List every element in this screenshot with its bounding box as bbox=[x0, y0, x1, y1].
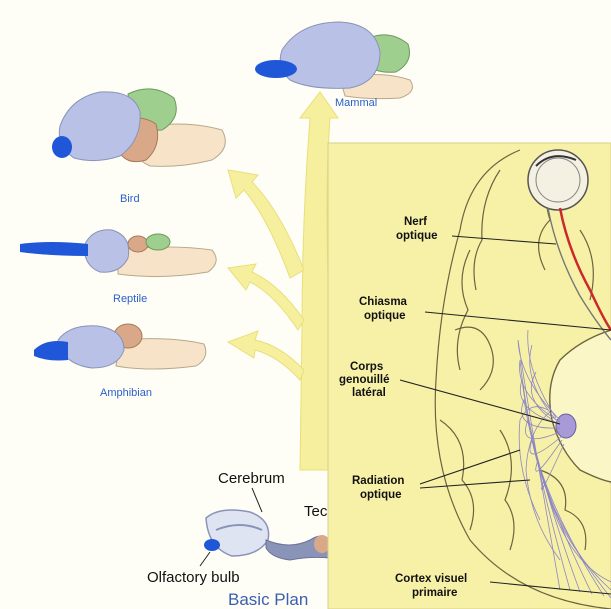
label-radiation: Radiation bbox=[352, 475, 404, 487]
label-basic-plan: Basic Plan bbox=[228, 590, 308, 609]
label-tectum-partial: Tec bbox=[304, 503, 328, 520]
label-amphibian: Amphibian bbox=[100, 387, 152, 399]
amphibian-brain: Amphibian bbox=[34, 324, 206, 399]
bird-olfactory-bulb bbox=[52, 136, 72, 158]
label-cortex-visuel: Cortex visuel bbox=[395, 573, 467, 585]
basic-plan-olfactory-bulb bbox=[204, 539, 220, 551]
label-corps: Corps bbox=[350, 361, 383, 373]
label-nerf-optique: optique bbox=[396, 230, 438, 242]
label-lateral: latéral bbox=[352, 387, 386, 399]
label-mammal: Mammal bbox=[335, 97, 377, 109]
reptile-cerebrum bbox=[84, 230, 129, 272]
mammal-cerebrum bbox=[280, 22, 380, 88]
label-chiasma-optique: optique bbox=[364, 310, 406, 322]
leader-olfactory bbox=[200, 552, 210, 566]
arrow-to-amphibian bbox=[228, 331, 304, 380]
reptile-brain: Reptile bbox=[20, 230, 216, 305]
mammal-brain: Mammal bbox=[255, 22, 412, 109]
label-genouille: genouillé bbox=[339, 374, 389, 386]
basic-plan-brain: Cerebrum Tec Olfactory bulb Basic Plan bbox=[147, 470, 330, 609]
reptile-tectum bbox=[128, 236, 148, 252]
label-cerebrum: Cerebrum bbox=[218, 470, 285, 487]
bird-brain: Bird bbox=[52, 89, 225, 205]
label-radiation-optique: optique bbox=[360, 489, 402, 501]
label-chiasma: Chiasma bbox=[359, 296, 408, 308]
leader-cerebrum bbox=[252, 488, 262, 512]
evolution-arrows bbox=[228, 92, 338, 470]
label-bird: Bird bbox=[120, 193, 140, 205]
label-primaire: primaire bbox=[412, 587, 457, 599]
label-reptile: Reptile bbox=[113, 293, 147, 305]
amphibian-olfactory-bulb bbox=[34, 341, 68, 361]
mammal-olfactory-bulb bbox=[255, 60, 297, 78]
label-olfactory-bulb: Olfactory bulb bbox=[147, 569, 240, 586]
reptile-brainstem bbox=[118, 247, 216, 277]
visual-pathway-diagram: Nerf optique Chiasma optique Corps genou… bbox=[328, 143, 611, 609]
label-nerf: Nerf bbox=[404, 216, 427, 228]
lateral-geniculate-nucleus bbox=[556, 414, 576, 438]
eye bbox=[528, 150, 588, 210]
reptile-olfactory-bulb bbox=[20, 242, 88, 256]
arrow-to-bird bbox=[228, 170, 304, 278]
reptile-cerebellum bbox=[146, 234, 170, 250]
